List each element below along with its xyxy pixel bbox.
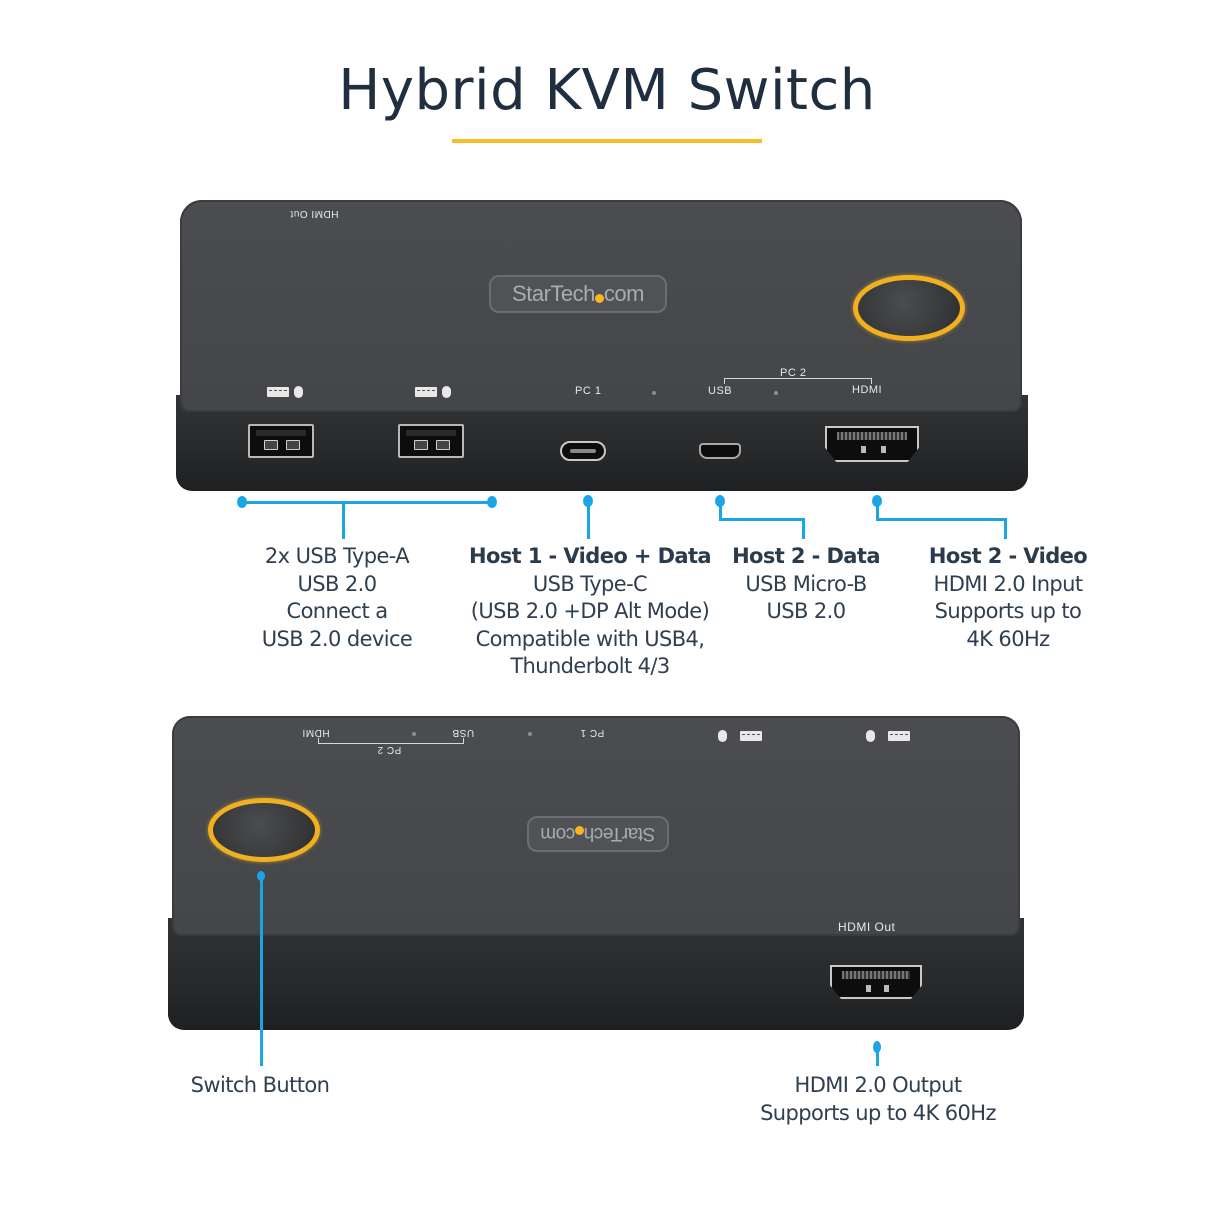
label-line: Supports up to <box>934 599 1082 623</box>
label-line: HDMI 2.0 Output <box>794 1073 963 1097</box>
callout-line <box>260 876 263 1066</box>
logo-dot-icon <box>575 826 585 835</box>
label-line: HDMI 2.0 Input <box>933 571 1084 596</box>
startech-logo-mirrored: StarTech com <box>527 816 669 852</box>
label-host1: Host 1 - Video + Data USB Type-C (USB 2.… <box>460 543 720 681</box>
keyboard-icon <box>415 387 437 397</box>
usb-a-port-1[interactable] <box>248 424 314 458</box>
silk-hdmi: HDMI <box>852 384 883 396</box>
keyboard-icon <box>740 731 762 741</box>
logo-text: StarTech <box>512 281 595 306</box>
label-switch-button: Switch Button <box>170 1072 350 1100</box>
hdmi-input-port[interactable] <box>825 426 919 462</box>
label-line: Connect a <box>286 599 389 623</box>
label-heading: Host 2 - Video <box>928 544 1088 568</box>
startech-logo: StarTech com <box>489 275 667 313</box>
callout-dot <box>487 496 497 508</box>
label-line: USB 2.0 <box>766 599 847 623</box>
callout-line <box>719 518 805 521</box>
title-underline <box>452 139 762 143</box>
led-pc1 <box>652 391 656 395</box>
keyboard-icon <box>267 387 289 397</box>
pc2-bracket <box>318 738 464 744</box>
led-pc2 <box>412 732 416 736</box>
logo-dot-icon <box>594 294 604 303</box>
usb-c-port[interactable] <box>560 441 606 461</box>
usb-a-port-2[interactable] <box>398 424 464 458</box>
usb-micro-b-port[interactable] <box>699 443 741 459</box>
label-line: Switch Button <box>190 1073 330 1097</box>
label-line: 2x USB Type-A <box>264 544 410 568</box>
silk-hdmi-out: HDMI Out <box>838 920 896 934</box>
switch-button[interactable] <box>853 275 965 341</box>
logo-text: StarTech <box>584 823 656 844</box>
callout-line <box>342 501 345 539</box>
callout-line <box>876 500 879 520</box>
switch-button[interactable] <box>208 798 320 862</box>
mouse-icon <box>718 730 727 742</box>
mouse-icon <box>442 386 451 398</box>
label-line: USB 2.0 <box>297 571 378 596</box>
label-line: Supports up to 4K 60Hz <box>760 1100 996 1125</box>
keyboard-icon <box>888 731 910 741</box>
mouse-icon <box>294 386 303 398</box>
label-line: USB 2.0 device <box>261 626 413 651</box>
label-line: Thunderbolt 4/3 <box>510 654 670 678</box>
label-line: 4K 60Hz <box>966 626 1050 651</box>
label-usb-type-a: 2x USB Type-A USB 2.0 Connect a USB 2.0 … <box>232 543 442 653</box>
silk-pc2: PC 2 <box>780 367 807 379</box>
page-title: Hybrid KVM Switch <box>338 58 876 123</box>
label-line: Compatible with USB4, <box>475 626 705 651</box>
silk-usb-mirrored: USB <box>452 727 475 738</box>
silk-hdmi-out-mirrored: HDMI Out <box>290 208 339 219</box>
hdmi-output-port[interactable] <box>830 965 922 999</box>
logo-text-suffix: com <box>603 281 645 306</box>
silk-pc1-mirrored: PC 1 <box>580 727 605 738</box>
callout-dot <box>873 1041 881 1053</box>
led-pc2 <box>774 391 778 395</box>
callout-line <box>587 500 590 539</box>
callout-line <box>242 501 492 504</box>
label-host2-video: Host 2 - Video HDMI 2.0 Input Supports u… <box>918 543 1098 653</box>
callout-line <box>876 518 1006 521</box>
label-hdmi-output: HDMI 2.0 Output Supports up to 4K 60Hz <box>748 1072 1008 1127</box>
label-line: USB Type-C <box>532 571 648 596</box>
label-line: USB Micro-B <box>745 571 867 596</box>
led-pc1 <box>528 732 532 736</box>
callout-line <box>1004 518 1007 539</box>
logo-text-suffix: com <box>540 823 576 844</box>
label-heading: Host 1 - Video + Data <box>468 544 712 568</box>
silk-pc1: PC 1 <box>575 385 602 397</box>
label-heading: Host 2 - Data <box>732 544 880 568</box>
mouse-icon <box>866 730 875 742</box>
silk-hdmi-mirrored: HDMI <box>302 727 330 738</box>
silk-pc2-mirrored: PC 2 <box>377 744 402 755</box>
label-host2-data: Host 2 - Data USB Micro-B USB 2.0 <box>720 543 892 626</box>
callout-line <box>802 518 805 539</box>
callout-line <box>876 1048 879 1066</box>
label-line: (USB 2.0 +DP Alt Mode) <box>470 599 710 623</box>
callout-line <box>719 500 722 520</box>
pc2-bracket <box>724 378 872 384</box>
silk-usb: USB <box>708 385 733 397</box>
